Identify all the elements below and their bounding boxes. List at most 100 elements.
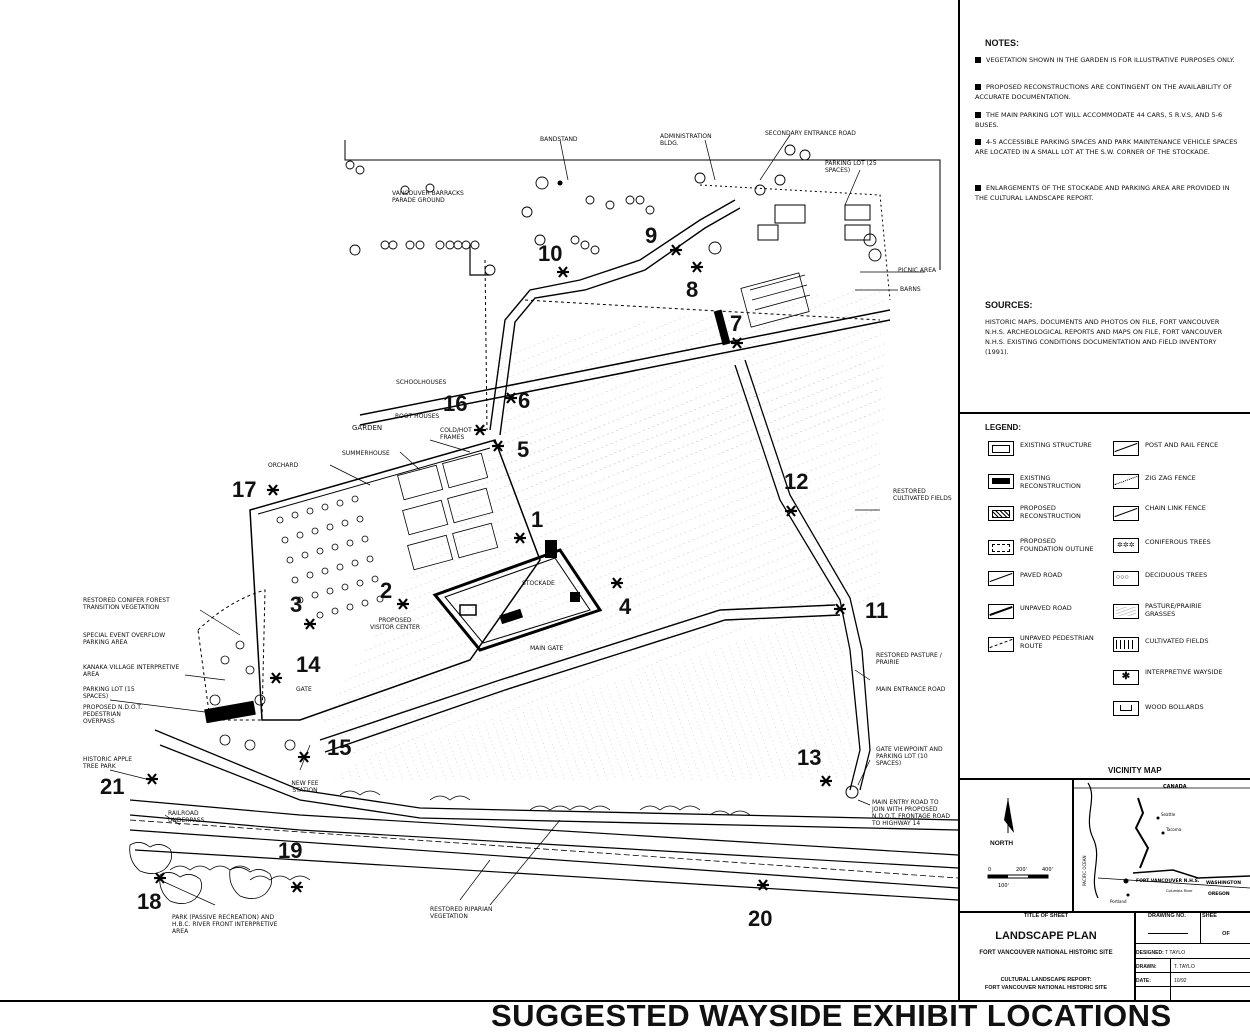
legend-swatch-interpretive-wayside: ✱ (1113, 670, 1139, 685)
map-label-fee-station: NEW FEE STATION (291, 780, 319, 794)
legend-label: PROPOSED FOUNDATION OUTLINE (1020, 537, 1094, 553)
legend-label: WOOD BOLLARDS (1145, 703, 1204, 711)
legend-swatch-proposed-reconstruction (988, 506, 1014, 521)
wayside-number-11: 11 (865, 598, 889, 623)
bandstand-marker (557, 180, 563, 186)
bottom-rule (0, 1000, 1250, 1002)
drawing-no-label: DRAWING NO. (1148, 913, 1186, 919)
title-block-divider (1134, 943, 1250, 944)
wayside-number-15: 15 (327, 735, 352, 760)
divider (958, 911, 1250, 913)
legend-swatch-coniferous-trees: ✲✲✲ (1113, 538, 1139, 553)
map-label-stockade: STOCKADE (522, 580, 555, 587)
vm-label-pacific: PACIFIC OCEAN (1082, 855, 1087, 886)
north-label: NORTH (990, 840, 1014, 847)
legend-swatch-cultivated-fields (1113, 637, 1139, 652)
legend-label: EXISTING RECONSTRUCTION (1020, 474, 1081, 490)
map-label-pedestrian-overpass: PROPOSED N.D.O.T. PEDESTRIAN OVERPASS (83, 704, 143, 725)
stockade (432, 540, 603, 652)
vm-label-columbia: Columbia River (1166, 889, 1193, 893)
sources-text: HISTORIC MAPS, DOCUMENTS AND PHOTOS ON F… (985, 318, 1223, 356)
legend-swatch-existing-structure (988, 441, 1014, 456)
divider (958, 778, 1250, 780)
note-item: ENLARGEMENTS OF THE STOCKADE AND PARKING… (975, 184, 1230, 202)
legend-swatch-deciduous-trees: ○○○ (1113, 571, 1139, 586)
wayside-number-18: 18 (137, 889, 162, 914)
map-label-gate-west: GATE (296, 686, 312, 693)
legend-label: UNPAVED ROAD (1020, 604, 1072, 612)
legend-label: PAVED ROAD (1020, 571, 1063, 579)
map-label-pasture-prairie: RESTORED PASTURE / PRAIRIE (876, 652, 942, 666)
wayside-number-9: 9 (645, 223, 658, 248)
bullet-icon (975, 185, 981, 191)
map-label-cultivated-fields: RESTORED CULTIVATED FIELDS (893, 488, 952, 502)
vm-scale-400: 400' (1042, 867, 1053, 873)
vm-scale-200: 200' (1016, 867, 1027, 873)
title-block-divider (1134, 972, 1250, 973)
designed-value: T TAYLO (1165, 950, 1186, 956)
legend-swatch-pasture-grasses (1113, 604, 1139, 619)
title-block-divider (1170, 958, 1171, 1000)
wayside-number-1: 1 (531, 507, 544, 532)
wayside-number-3: 3 (290, 592, 303, 617)
bullet-icon (975, 139, 981, 145)
map-label-apple-tree-park: HISTORIC APPLE TREE PARK (83, 756, 132, 770)
vm-label-fort-vancouver: FORT VANCOUVER N.H.S. (1136, 878, 1200, 884)
legend-label: POST AND RAIL FENCE (1145, 441, 1219, 449)
north-arrow-icon (1004, 798, 1014, 833)
legend-swatch-paved-road (988, 571, 1014, 586)
legend-label: PASTURE/PRAIRIE GRASSES (1145, 602, 1202, 618)
legend-label: CHAIN LINK FENCE (1145, 504, 1206, 512)
wayside-number-19: 19 (278, 838, 303, 863)
note-item: VEGETATION SHOWN IN THE GARDEN IS FOR IL… (975, 55, 1240, 65)
map-label-schoolhouses: SCHOOLHOUSES (396, 379, 447, 386)
map-label-parking-lot-15: PARKING LOT (15 SPACES) (83, 686, 135, 700)
legend-swatch-existing-reconstruction (988, 474, 1014, 489)
wayside-number-2: 2 (380, 578, 393, 603)
vm-label-tacoma: Tacoma (1165, 827, 1182, 832)
map-label-parade-ground: VANCOUVER BARRACKS PARADE GROUND (392, 190, 464, 204)
legend-swatch-post-rail-fence (1113, 441, 1139, 456)
site-map (109, 134, 958, 906)
legend-label: DECIDUOUS TREES (1145, 571, 1208, 579)
vm-scale-100: 100' (998, 883, 1009, 889)
wayside-number-17: 17 (232, 477, 257, 502)
note-item: 4-5 ACCESSIBLE PARKING SPACES AND PARK M… (975, 138, 1238, 156)
site-name: FORT VANCOUVER NATIONAL HISTORIC SITE (979, 950, 1113, 956)
title-block-divider (1200, 911, 1201, 943)
vm-label-washington: WASHINGTON (1206, 880, 1241, 886)
legend-swatch-wood-bollards (1113, 701, 1139, 716)
map-label-kanaka-village: KANAKA VILLAGE INTERPRETIVE AREA (83, 664, 180, 678)
wayside-number-13: 13 (797, 745, 822, 770)
pasture-area (330, 610, 855, 780)
map-label-cold-hot-frames: COLD/HOT FRAMES (440, 427, 472, 441)
map-label-visitor-center: PROPOSED VISITOR CENTER (370, 617, 421, 631)
title-block-divider (1134, 958, 1250, 959)
vm-scale-0: 0 (988, 867, 991, 873)
legend-title: LEGEND: (985, 423, 1021, 432)
map-label-conifer-forest: RESTORED CONIFER FOREST TRANSITION VEGET… (83, 597, 170, 611)
drawn-label: DRAWN: (1136, 964, 1157, 970)
legend-swatch-proposed-foundation (988, 540, 1014, 555)
map-label-railroad-underpass: RAILROAD UNDERPASS (168, 810, 205, 824)
divider (958, 412, 1250, 414)
legend-swatch-unpaved-road (988, 604, 1014, 619)
map-label-river-front-park: PARK (PASSIVE RECREATION) AND H.B.C. RIV… (172, 914, 278, 935)
map-label-main-entry-road: MAIN ENTRY ROAD TO JOIN WITH PROPOSED N.… (872, 799, 950, 827)
vm-label-oregon: OREGON (1208, 891, 1230, 897)
sheet-label: SHEE (1202, 913, 1217, 919)
wayside-number-21: 21 (100, 774, 125, 799)
map-label-bandstand: BANDSTAND (540, 136, 578, 143)
vm-label-canada: CANADA (1163, 784, 1187, 790)
wayside-markers (146, 244, 846, 893)
title-block-divider (1134, 986, 1250, 987)
map-label-admin-bldg: ADMINISTRATION BLDG. (660, 133, 712, 147)
legend-label: CULTIVATED FIELDS (1145, 637, 1209, 645)
legend-label: ZIG ZAG FENCE (1145, 474, 1196, 482)
notes-title: NOTES: (985, 38, 1020, 48)
map-label-secondary-entrance: SECONDARY ENTRANCE ROAD (765, 130, 856, 137)
map-label-picnic-area: PICNIC AREA (898, 267, 937, 274)
map-label-viewpoint-lot: GATE VIEWPOINT AND PARKING LOT (10 SPACE… (876, 746, 943, 767)
wayside-number-6: 6 (518, 388, 531, 413)
legend-label: EXISTING STRUCTURE (1020, 441, 1092, 449)
